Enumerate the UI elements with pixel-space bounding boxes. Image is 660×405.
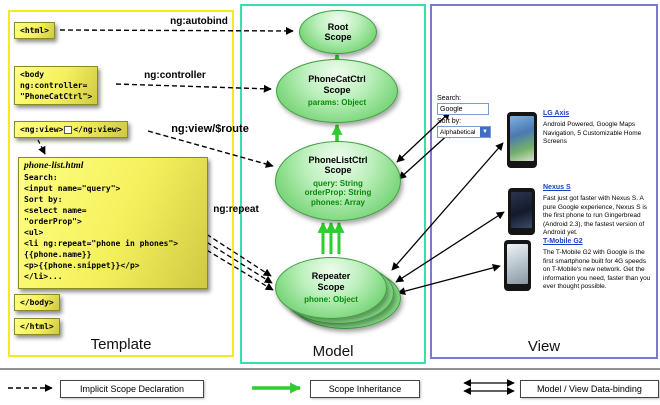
code-line: <ul> xyxy=(24,228,44,237)
view-panel: View xyxy=(430,4,658,359)
scope-prop: orderProp: String xyxy=(304,188,372,198)
legend-scope-inheritance: Scope Inheritance xyxy=(310,380,420,398)
scope-prop: phones: Array xyxy=(311,197,365,207)
code-line: </html> xyxy=(20,322,54,331)
code-line: <p>{{phone.snippet}}</p> xyxy=(24,261,140,270)
code-line: <input name="query"> xyxy=(24,184,121,193)
phone-screen xyxy=(510,116,534,161)
code-body-open: <body ng:controller= "PhoneCatCtrl"> xyxy=(14,66,99,105)
scope-title: PhoneListCtrl xyxy=(308,154,368,165)
label-ng-repeat: ng:repeat xyxy=(213,204,259,215)
code-ng-view: <ng:view> </ng:view> xyxy=(14,121,128,138)
template-panel: Template xyxy=(8,10,234,357)
view-panel-label: View xyxy=(527,338,561,355)
scope-title: Scope xyxy=(324,165,352,176)
code-line: "PhoneCatCtrl"> xyxy=(20,92,93,101)
code-body-close: </body> xyxy=(14,294,60,311)
scope-prop: query: String xyxy=(313,178,363,188)
code-line: "orderProp"> xyxy=(24,217,82,226)
phone-desc-nexus-s: Fast just got faster with Nexus S. A pur… xyxy=(543,195,648,236)
code-line: Search: xyxy=(24,173,58,182)
legend-implicit-label: Implicit Scope Declaration xyxy=(79,384,185,394)
code-line: {{phone.name}} xyxy=(24,250,92,259)
legend-databinding-label: Model / View Data-binding xyxy=(537,384,642,394)
code-html-close: </html> xyxy=(14,318,60,335)
scope-title: Scope xyxy=(324,32,352,42)
phone-image-tmobile-g2[interactable] xyxy=(504,240,531,291)
label-ng-view-route: ng:view/$route xyxy=(171,123,249,135)
phone-image-nexus-s[interactable] xyxy=(508,188,535,235)
phone-desc-tmobile-g2: The T-Mobile G2 with Google is the first… xyxy=(543,249,651,290)
phonelistctrl-scope-ellipse: PhoneListCtrl Scope query: String orderP… xyxy=(275,141,401,221)
ng-view-open-tag: <ng:view> xyxy=(20,125,64,134)
phone-desc-lg-axis: Android Powered, Google Maps Navigation,… xyxy=(543,121,642,145)
code-line: </li>... xyxy=(24,272,63,281)
phone-link-nexus-s[interactable]: Nexus S xyxy=(543,184,571,191)
code-line: Sort by: xyxy=(24,195,63,204)
sort-select[interactable]: Alphabetical ▼ xyxy=(437,126,491,138)
code-line: </body> xyxy=(20,298,54,307)
code-html-open: <html> xyxy=(14,22,55,39)
search-input[interactable] xyxy=(437,103,489,115)
code-line: <body xyxy=(20,70,45,79)
label-ng-controller: ng:controller xyxy=(144,70,206,81)
legend-implicit-scope: Implicit Scope Declaration xyxy=(60,380,204,398)
sort-selected-value: Alphabetical xyxy=(440,129,476,136)
chevron-down-icon[interactable]: ▼ xyxy=(480,127,490,137)
label-ng-autobind: ng:autobind xyxy=(170,16,228,27)
code-line: <html> xyxy=(20,26,49,35)
phone-screen xyxy=(511,192,532,228)
phone-image-lg-axis[interactable] xyxy=(507,112,537,168)
legend-inheritance-label: Scope Inheritance xyxy=(328,384,402,394)
phone-link-lg-axis[interactable]: LG Axis xyxy=(543,110,570,117)
scope-title: Scope xyxy=(317,281,345,292)
search-label: Search: xyxy=(437,95,462,102)
root-scope-ellipse: Root Scope xyxy=(299,10,377,54)
phone-link-tmobile-g2[interactable]: T-Mobile G2 xyxy=(543,238,583,245)
scope-title: Scope xyxy=(323,84,351,95)
scope-prop: phone: Object xyxy=(304,295,358,305)
ng-view-close-tag: </ng:view> xyxy=(73,125,122,134)
scope-prop: params: Object xyxy=(307,98,367,108)
code-phone-list-template: phone-list.html Search: <input name="que… xyxy=(18,157,208,289)
template-panel-label: Template xyxy=(90,336,152,353)
repeater-scope-ellipse: Repeater Scope phone: Object xyxy=(275,257,387,319)
phonecatctrl-scope-ellipse: PhoneCatCtrl Scope params: Object xyxy=(276,59,398,123)
code-line: <select name= xyxy=(24,206,87,215)
code-line: <li ng:repeat="phone in phones"> xyxy=(24,239,179,248)
view-placeholder-square xyxy=(64,125,73,134)
model-panel-label: Model xyxy=(312,343,354,360)
scope-title: Repeater xyxy=(311,271,351,282)
sort-label: Sort by: xyxy=(437,118,462,125)
code-line: ng:controller= xyxy=(20,81,88,90)
phone-list-filename: phone-list.html xyxy=(24,161,84,171)
scope-title: Root xyxy=(327,21,349,32)
phone-screen xyxy=(507,244,528,284)
legend-data-binding: Model / View Data-binding xyxy=(520,380,659,398)
scope-title: PhoneCatCtrl xyxy=(308,74,366,85)
